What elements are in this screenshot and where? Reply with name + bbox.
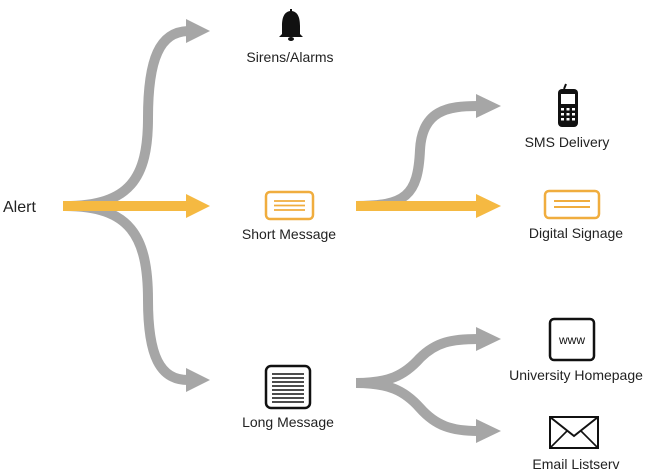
node-label-long-message: Long Message [242, 414, 334, 430]
flow-alert-to-long-message [64, 201, 210, 392]
www-icon: www [548, 317, 596, 362]
node-label-homepage: University Homepage [509, 367, 643, 383]
flow-short-to-signage [356, 194, 501, 218]
short-message-icon [264, 190, 315, 221]
node-label-signage: Digital Signage [529, 225, 623, 241]
signage-icon [543, 189, 601, 220]
node-label-email: Email Listserv [532, 456, 619, 472]
node-label-short-message: Short Message [242, 226, 336, 242]
bell-icon [279, 9, 303, 41]
flow-long-to-email [355, 378, 501, 443]
node-label-sms: SMS Delivery [525, 134, 610, 150]
envelope-icon [549, 416, 599, 449]
flow-alert-to-sirens [64, 19, 210, 211]
node-label-sirens: Sirens/Alarms [246, 49, 333, 65]
long-message-icon [264, 364, 312, 410]
flow-short-to-sms [355, 94, 501, 211]
www-icon-text: www [558, 333, 585, 347]
root-label-alert: Alert [3, 199, 36, 216]
cell-phone-icon [558, 83, 578, 127]
flow-alert-to-short-message [63, 194, 210, 218]
flow-long-to-homepage [355, 327, 501, 388]
